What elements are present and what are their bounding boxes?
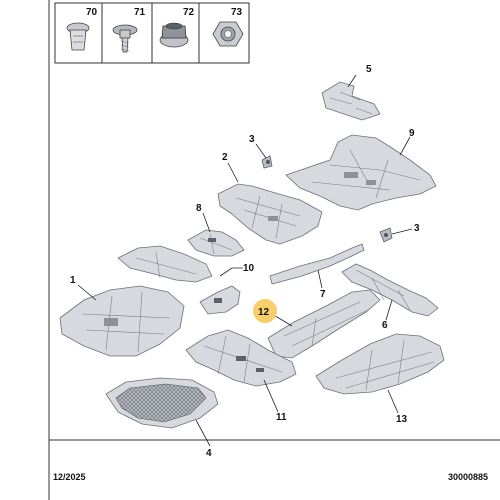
part-12-center-shield[interactable]: [267, 289, 381, 359]
leader-3a: [255, 143, 267, 159]
leader-1: [77, 284, 97, 301]
leader-9: [399, 136, 411, 156]
part-13-shield[interactable]: [315, 333, 445, 395]
part-wheel-arch-shield[interactable]: [117, 245, 213, 283]
callout-5: 5: [366, 64, 372, 75]
callout-12: 12: [258, 307, 270, 318]
leader-3b: [391, 228, 413, 235]
part-4-mesh-panel[interactable]: [105, 377, 219, 429]
callout-3b: 3: [414, 223, 420, 234]
fastener-ref-72: 72: [183, 7, 195, 18]
part-9-shield[interactable]: [285, 134, 437, 211]
footer-code: 30000885: [448, 472, 488, 482]
callout-1: 1: [70, 275, 76, 286]
callout-9: 9: [409, 128, 415, 139]
leader-13: [387, 389, 399, 414]
part-3-clip-upper[interactable]: [261, 155, 273, 169]
fastener-ref-70: 70: [86, 7, 98, 18]
part-10-bracket[interactable]: [199, 285, 241, 315]
part-1-front-shield[interactable]: [59, 285, 185, 357]
part-5-shield[interactable]: [321, 81, 381, 121]
leader-11: [263, 379, 279, 413]
callout-11: 11: [276, 412, 287, 423]
part-11-shield[interactable]: [185, 329, 297, 387]
part-8-bracket[interactable]: [187, 229, 245, 257]
part-2-shield[interactable]: [217, 183, 323, 245]
callout-2: 2: [222, 152, 228, 163]
leader-5: [347, 74, 357, 88]
leader-2: [227, 162, 239, 183]
footer-date: 12/2025: [53, 472, 86, 482]
part-7-strip[interactable]: [269, 243, 365, 285]
hex-nut-icon: [212, 21, 244, 47]
callout-13: 13: [396, 414, 408, 425]
fastener-ref-71: 71: [134, 7, 146, 18]
callout-3a: 3: [249, 134, 255, 145]
screw-icon: [112, 24, 138, 53]
part-3-clip-right[interactable]: [379, 227, 393, 243]
flange-nut-icon: [159, 22, 189, 48]
fastener-ref-73: 73: [231, 7, 243, 18]
leader-8: [202, 212, 211, 233]
callout-12-highlight: [253, 299, 277, 323]
callout-4: 4: [206, 448, 212, 459]
callout-7: 7: [320, 289, 326, 300]
fastener-header: 70 71 72 73: [54, 2, 250, 64]
leader-10: [219, 267, 243, 277]
callout-8: 8: [196, 203, 202, 214]
part-6-rail[interactable]: [341, 263, 439, 317]
callout-6: 6: [382, 320, 388, 331]
leader-6: [385, 299, 393, 321]
leader-7: [317, 269, 323, 289]
leader-4: [195, 419, 211, 447]
push-clip-icon: [66, 22, 90, 51]
callout-10: 10: [243, 263, 255, 274]
